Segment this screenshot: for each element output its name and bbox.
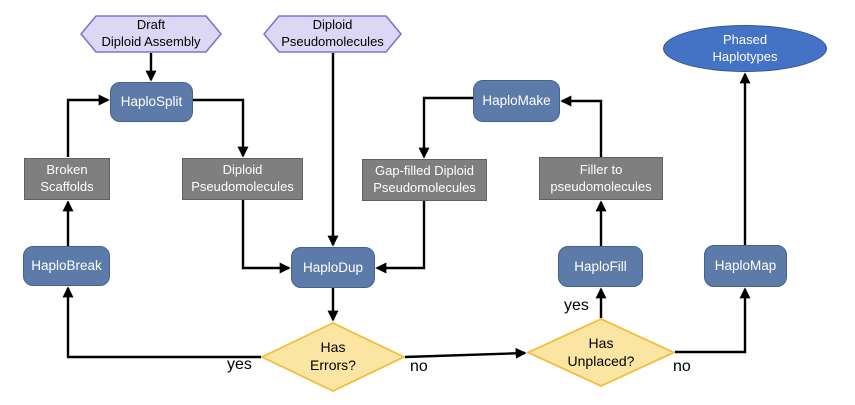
input-diploid-pseudomolecules: Diploid Pseudomolecules [263,15,402,53]
data-diploid-pseudomolecules: Diploid Pseudomolecules [182,158,303,200]
process-haplomake: HaploMake [473,80,560,122]
input-draft-diploid-assembly: Draft Diploid Assembly [80,15,222,53]
edge-haplosplit-to-diploidpseudo [193,98,249,158]
node-label: pseudomolecules [550,178,652,194]
node-label: Has Errors? [310,339,356,373]
node-label: Scaffolds [40,179,94,194]
node-label: HaploMake [482,93,551,109]
node-label: Haplotypes [712,48,778,64]
process-haplobreak: HaploBreak [23,246,110,286]
edge-gapfilled-to-haplodup [375,201,426,274]
edge-haplomake-to-gapfilled [418,96,473,159]
node-label: Broken [46,162,88,178]
process-haplofill: HaploFill [558,246,643,287]
node-label: HaploDup [302,259,364,275]
edge-haserrors-no-to-hasunplaced [404,347,527,359]
node-label: Pseudomolecules [191,179,294,194]
node-label: HaploFill [574,258,627,274]
decision-has-unplaced: Has Unplaced? [527,318,675,387]
edge-label-errors-no: no [410,358,428,375]
edge-label-errors-yes: yes [227,356,252,373]
node-label: Phased [722,31,768,47]
edge-brokenscaffolds-to-haplosplit [66,94,110,157]
node-label: Filler to [579,161,623,177]
data-broken-scaffolds: Broken Scaffolds [24,158,110,200]
node-label: HaploMap [714,258,777,274]
decision-has-errors: Has Errors? [261,322,405,392]
hexagon-shape [263,15,402,53]
process-haplomap: HaploMap [704,245,787,287]
terminal-phased-haplotypes: Phased Haplotypes [663,25,827,72]
edge-label-unplaced-no: no [673,358,691,375]
node-label: Diploid Pseudomolecules [281,17,384,49]
data-gap-filled-diploid-pseudomolecules: Gap-filled Diploid Pseudomolecules [362,159,487,201]
node-label: HaploBreak [31,258,102,274]
diamond-shape [261,322,405,392]
diamond-shape [527,318,675,387]
node-label: HaploSplit [120,94,183,110]
data-filler-to-pseudomolecules: Filler to pseudomolecules [539,157,663,200]
node-label: Pseudomolecules [373,180,476,195]
edge-label-unplaced-yes: yes [564,297,589,314]
edge-haserrors-yes-to-haplobreak [62,286,261,359]
node-label: Draft Diploid Assembly [101,17,201,49]
node-label: Gap-filled Diploid [375,163,474,179]
node-label: Diploid [222,162,263,178]
process-haplosplit: HaploSplit [110,82,193,122]
edge-filler-to-haplomake [560,95,603,157]
hexagon-shape [80,15,222,53]
node-label: Has Unplaced? [567,334,635,369]
edge-diploidpseudo-to-haplodup [241,200,291,274]
edge-hasunplaced-no-to-haplomap [675,287,751,354]
process-haplodup: HaploDup [291,247,375,288]
